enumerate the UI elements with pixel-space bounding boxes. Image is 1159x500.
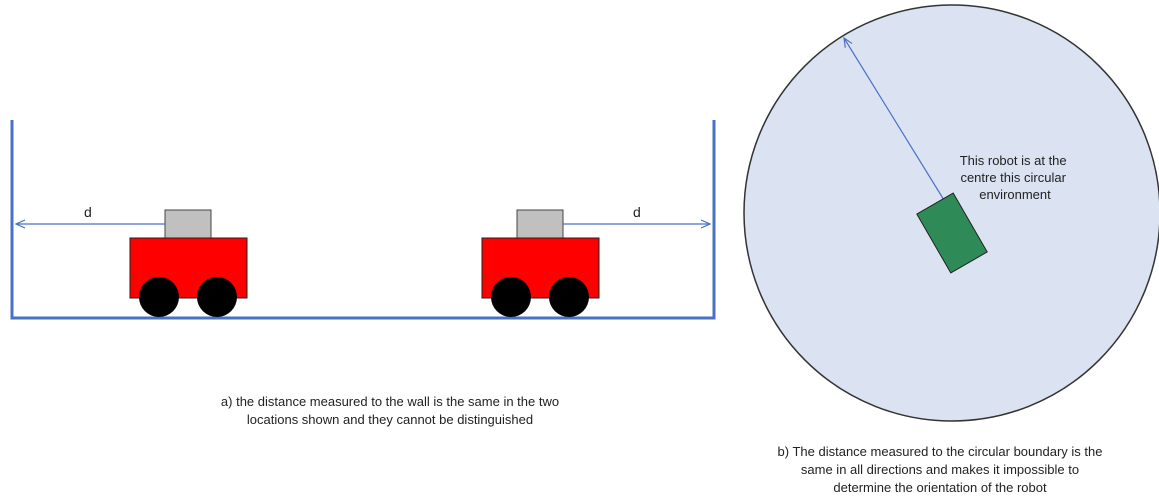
distance-label-right: d <box>633 204 641 220</box>
caption-a: a) the distance measured to the wall is … <box>150 393 630 429</box>
wheel <box>139 277 179 317</box>
distance-arrow-radial <box>844 38 953 214</box>
robot-note-line: centre this circular <box>960 170 1066 185</box>
caption-a-line: locations shown and they cannot be disti… <box>246 412 534 427</box>
caption-b-line: b) The distance measured to the circular… <box>777 444 1103 459</box>
wall-outline <box>10 120 716 320</box>
caption-b-line: determine the orientation of the robot <box>833 480 1047 495</box>
wheel <box>197 277 237 317</box>
robot-note: This robot is at the centre this circula… <box>960 153 1071 202</box>
robot-left <box>129 209 248 317</box>
caption-b: b) The distance measured to the circular… <box>730 443 1150 497</box>
sensor-box <box>164 209 212 239</box>
sensor-box <box>516 209 564 239</box>
green-robot <box>916 192 988 274</box>
caption-a-line: a) the distance measured to the wall is … <box>220 394 560 409</box>
caption-b-line: same in all directions and makes it impo… <box>800 462 1080 477</box>
robot-right <box>481 209 600 317</box>
robot-note-line: This robot is at the <box>960 153 1067 168</box>
distance-label-left: d <box>84 204 92 220</box>
wheel <box>491 277 531 317</box>
left-environment: d d <box>10 120 716 320</box>
robot-note-line: environment <box>979 187 1051 202</box>
wheel <box>549 277 589 317</box>
circular-environment: This robot is at the centre this circula… <box>743 4 1159 422</box>
